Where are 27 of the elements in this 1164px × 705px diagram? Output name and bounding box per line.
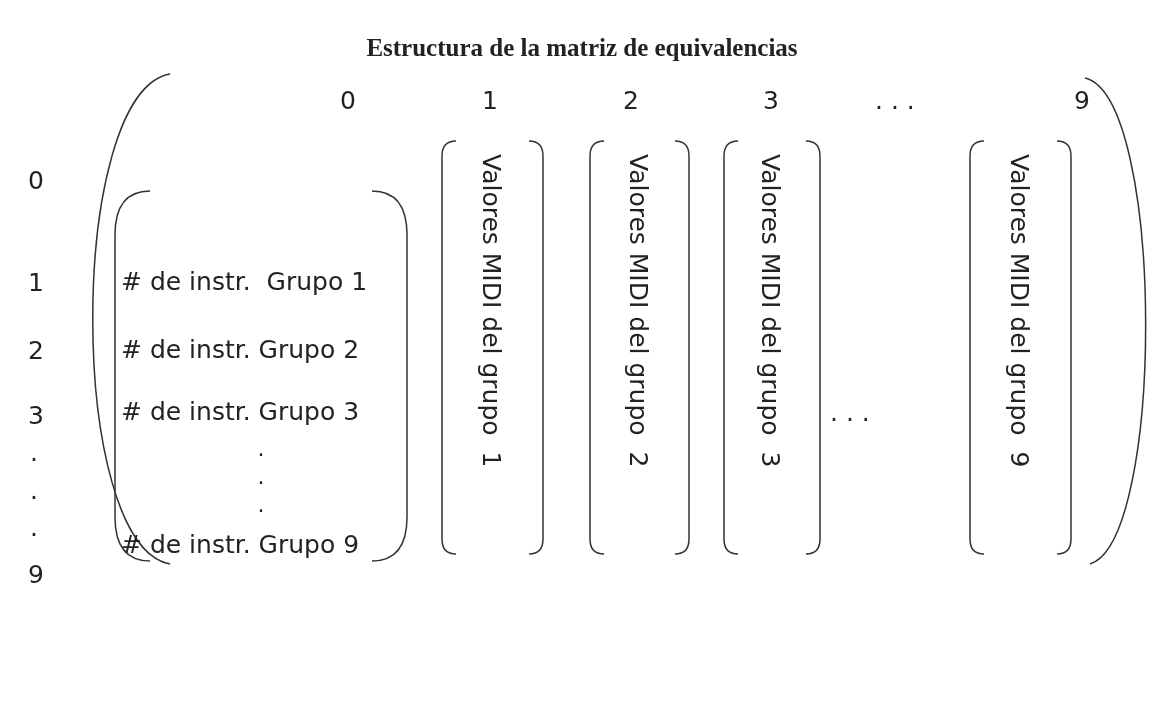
ellipsis-dot: . <box>30 515 38 540</box>
row-index: 3 <box>28 403 44 428</box>
column-index: 0 <box>340 88 356 113</box>
column-index: 3 <box>763 88 779 113</box>
row-index: 0 <box>28 168 44 193</box>
ellipsis-dot: . <box>256 438 266 460</box>
ellipsis-dot: . <box>30 440 38 465</box>
ellipsis: . . . <box>875 88 915 113</box>
ellipsis-dot: . <box>30 478 38 503</box>
column-index: 9 <box>1074 88 1090 113</box>
row-index: 1 <box>28 270 44 295</box>
row-text: # de instr. Grupo 2 <box>121 337 360 362</box>
row-index: 2 <box>28 338 44 363</box>
ellipsis-dot: . <box>256 466 266 488</box>
row-index: 9 <box>28 562 44 587</box>
column-text: Valores MIDI del grupo 3 <box>758 154 783 468</box>
row-text: # de instr. Grupo 3 <box>121 399 360 424</box>
ellipsis-dot: . <box>256 494 266 516</box>
row-text: # de instr. Grupo 9 <box>121 532 360 557</box>
ellipsis: . . . <box>830 400 870 425</box>
row-text: # de instr. Grupo 1 <box>121 269 368 294</box>
column-text: Valores MIDI del grupo 1 <box>478 154 504 468</box>
column-text: Valores MIDI del grupo 2 <box>625 154 651 468</box>
title: Estructura de la matriz de equivalencias <box>365 34 799 62</box>
column-index: 2 <box>623 88 639 113</box>
column-text: Valores MIDI del grupo 9 <box>1006 154 1032 468</box>
column-index: 1 <box>482 88 498 113</box>
